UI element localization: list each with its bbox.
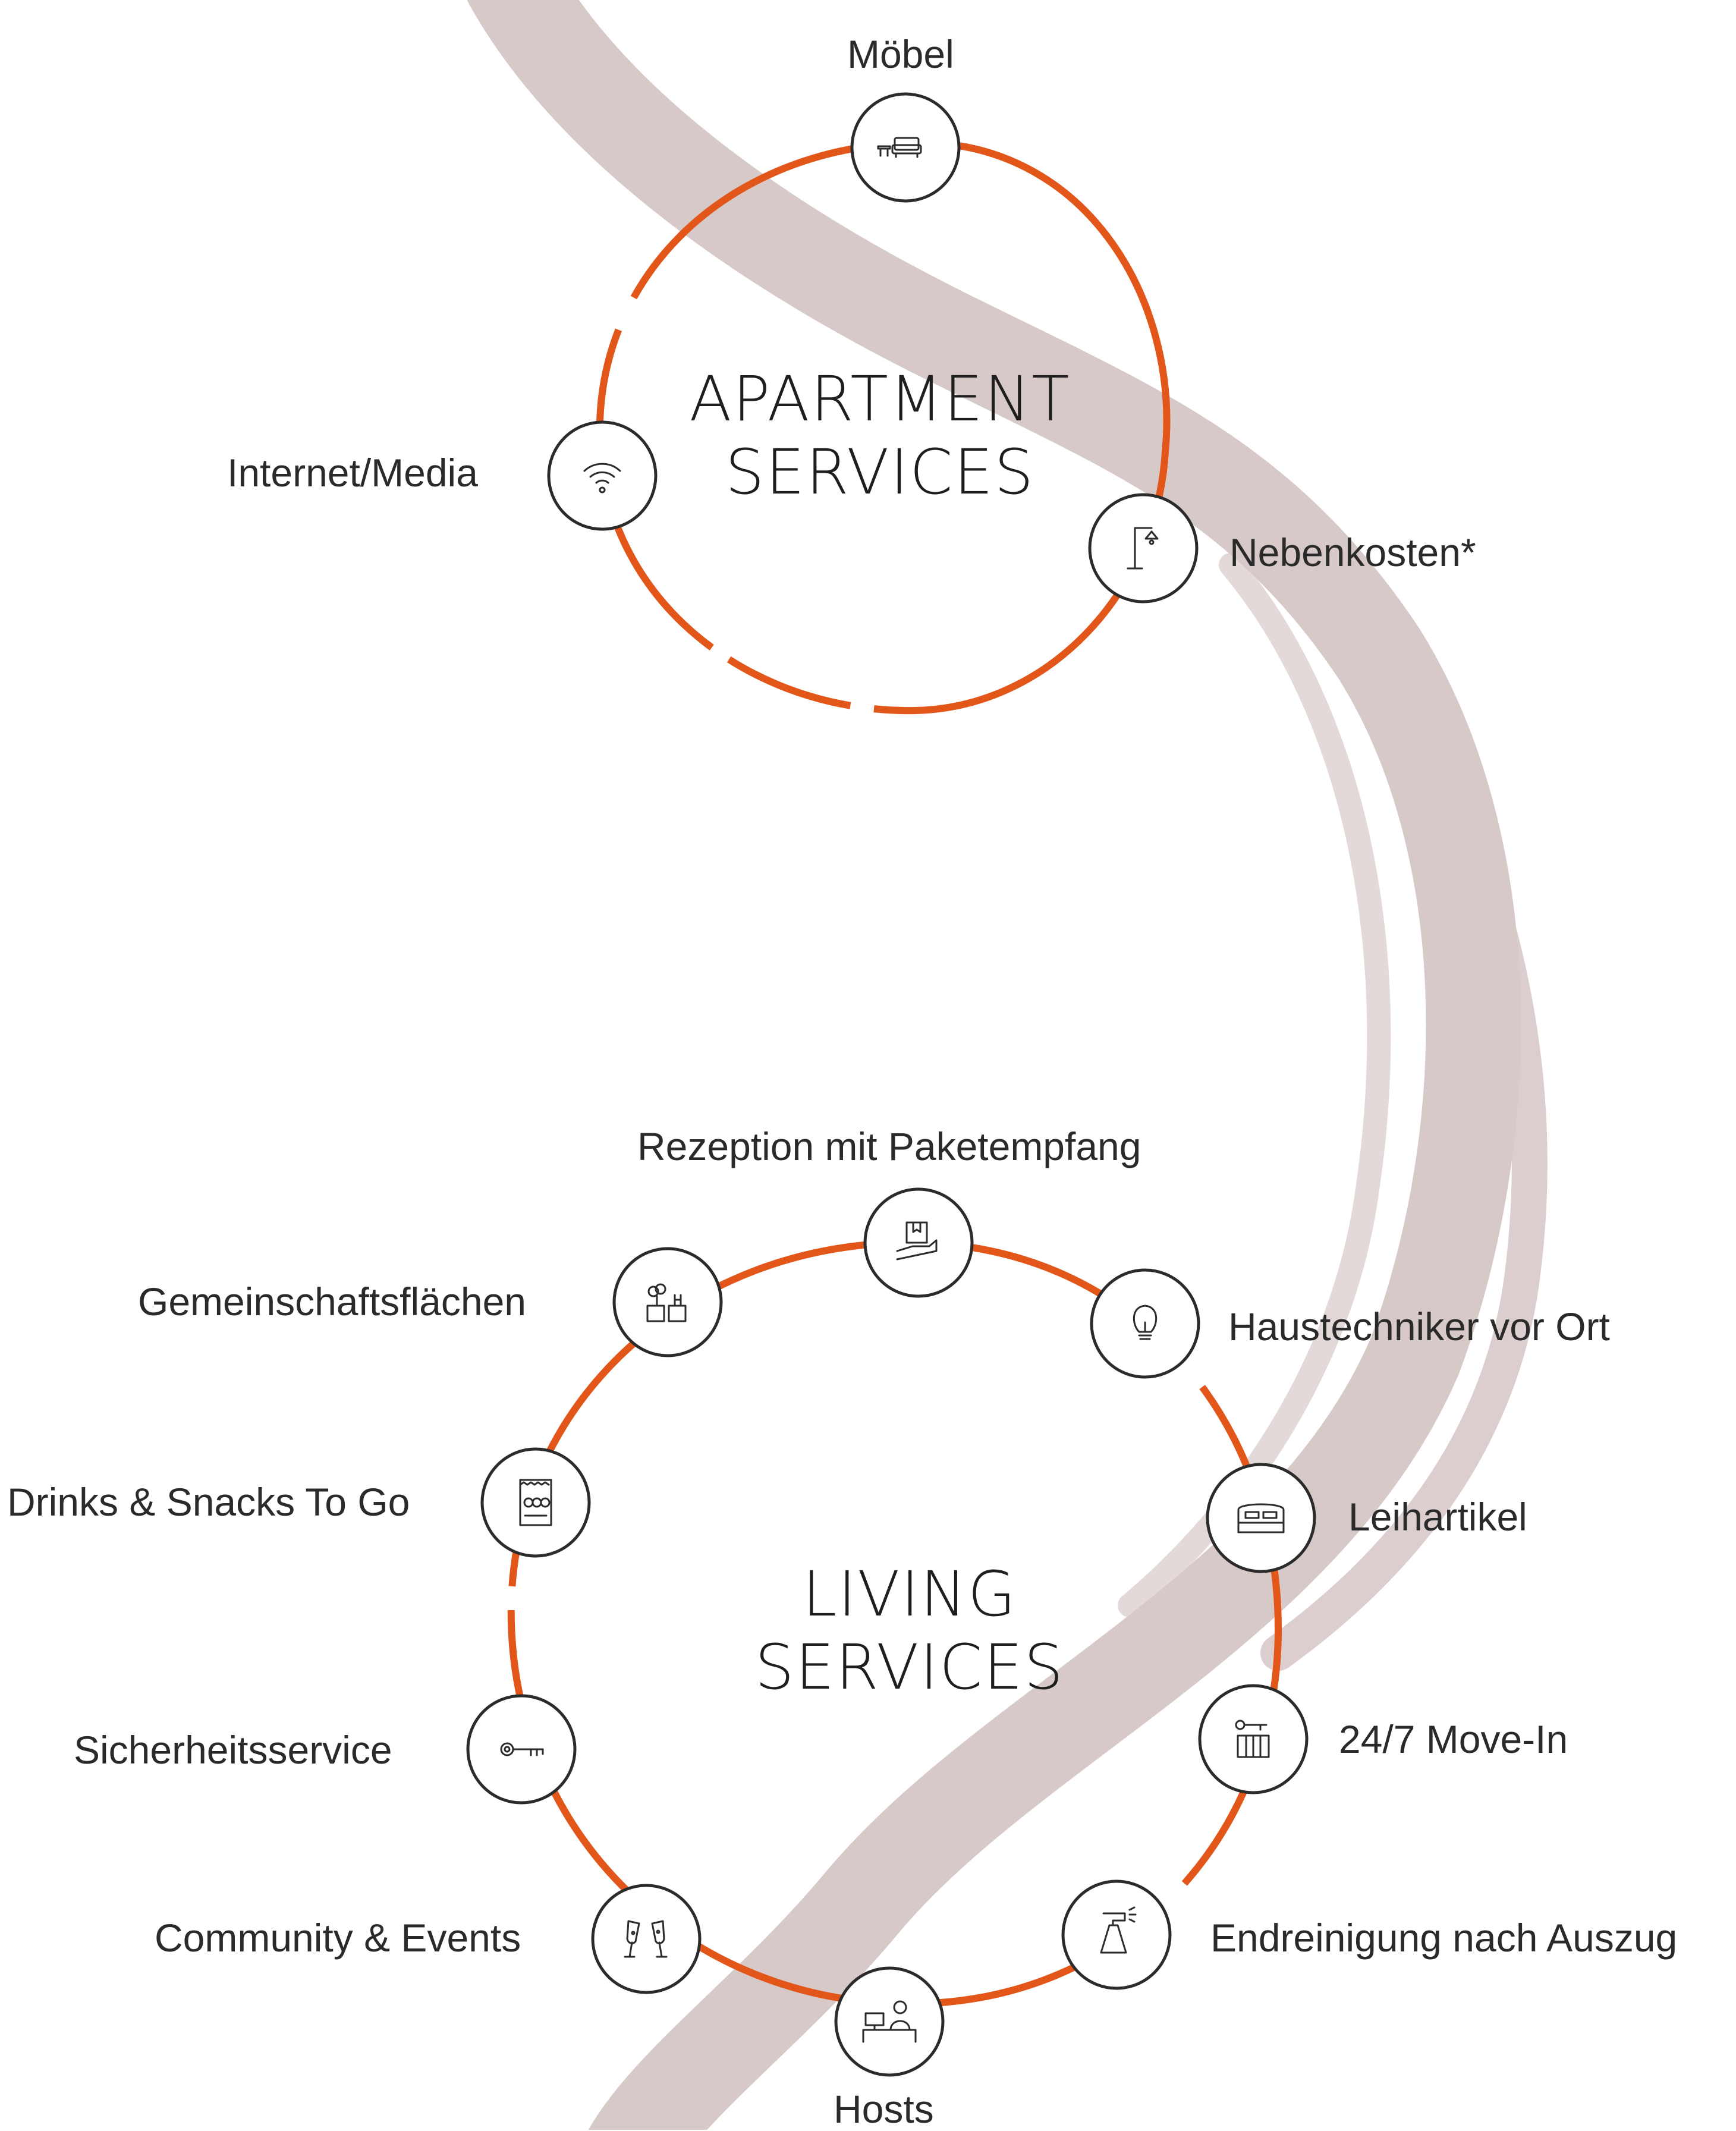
package-hand-icon (896, 1221, 938, 1261)
icon-circle (834, 1966, 945, 2077)
icon-circle (480, 1447, 591, 1558)
sofa-icon (877, 137, 922, 158)
living-node-common-area (612, 1247, 723, 1357)
wifi-icon (583, 463, 621, 494)
apartment-service-nodes (547, 92, 1199, 604)
icon-circle (547, 420, 658, 531)
label-hosts: Hosts (834, 2087, 934, 2131)
label-haustechniker: Haustechniker vor Ort (1228, 1305, 1610, 1349)
apartment-services-title: APARTMENT SERVICES (654, 363, 1106, 508)
apartment-title-line1: APARTMENT (689, 363, 1071, 435)
label-sicherheitsservice: Sicherheitsservice (74, 1728, 392, 1772)
snack-pack-icon (519, 1479, 552, 1526)
label-moebel: Möbel (847, 32, 954, 76)
label-gemeinschaftsflaechen: Gemeinschaftsflächen (138, 1280, 527, 1324)
spray-bottle-icon (1100, 1906, 1137, 1954)
common-area-icon (646, 1283, 687, 1322)
champagne-glasses-icon (624, 1920, 668, 1958)
living-title-line2: SERVICES (754, 1630, 1065, 1703)
living-node-lightbulb (1090, 1268, 1200, 1379)
living-node-key-suitcase (1198, 1684, 1309, 1794)
living-node-spray-bottle (1061, 1879, 1172, 1990)
living-node-snack-pack (480, 1447, 591, 1558)
icon-circle (591, 1884, 702, 1994)
living-node-champagne-glasses (591, 1884, 702, 1994)
apartment-title-line2: SERVICES (725, 435, 1035, 508)
brush-stroke-background (467, 0, 1548, 2130)
bed-icon (1237, 1503, 1285, 1533)
label-nebenkosten: Nebenkosten* (1229, 530, 1476, 574)
icon-circle (612, 1247, 723, 1357)
living-node-key (466, 1694, 577, 1805)
apartment-ring (596, 139, 1171, 715)
label-drinks-snacks: Drinks & Snacks To Go (7, 1480, 410, 1524)
icon-circle (850, 92, 961, 203)
living-node-bed (1206, 1463, 1316, 1573)
label-rezeption: Rezeption mit Paketempfang (637, 1124, 1141, 1168)
key-suitcase-icon (1235, 1720, 1270, 1758)
apartment-node-sofa (850, 92, 961, 203)
living-node-host-desk (834, 1966, 945, 2077)
label-leihartikel: Leihartikel (1348, 1495, 1527, 1539)
living-title-line1: LIVING (802, 1558, 1017, 1630)
icon-circle (1088, 493, 1199, 604)
label-community-events: Community & Events (155, 1916, 521, 1960)
host-desk-icon (862, 2000, 917, 2043)
label-endreinigung: Endreinigung nach Auszug (1210, 1916, 1678, 1960)
lightbulb-icon (1133, 1305, 1158, 1340)
apartment-node-wifi (547, 420, 658, 531)
living-services-title: LIVING SERVICES (684, 1558, 1136, 1703)
key-icon (500, 1742, 544, 1756)
living-service-nodes (466, 1187, 1316, 2077)
apartment-node-floor-lamp (1088, 493, 1199, 604)
floor-lamp-icon (1127, 527, 1159, 570)
icon-circle (1206, 1463, 1316, 1573)
living-node-package-hand (863, 1187, 974, 1298)
label-internet-media: Internet/Media (227, 451, 478, 495)
icon-circle (1061, 1879, 1172, 1990)
label-move-in: 24/7 Move-In (1339, 1717, 1568, 1761)
